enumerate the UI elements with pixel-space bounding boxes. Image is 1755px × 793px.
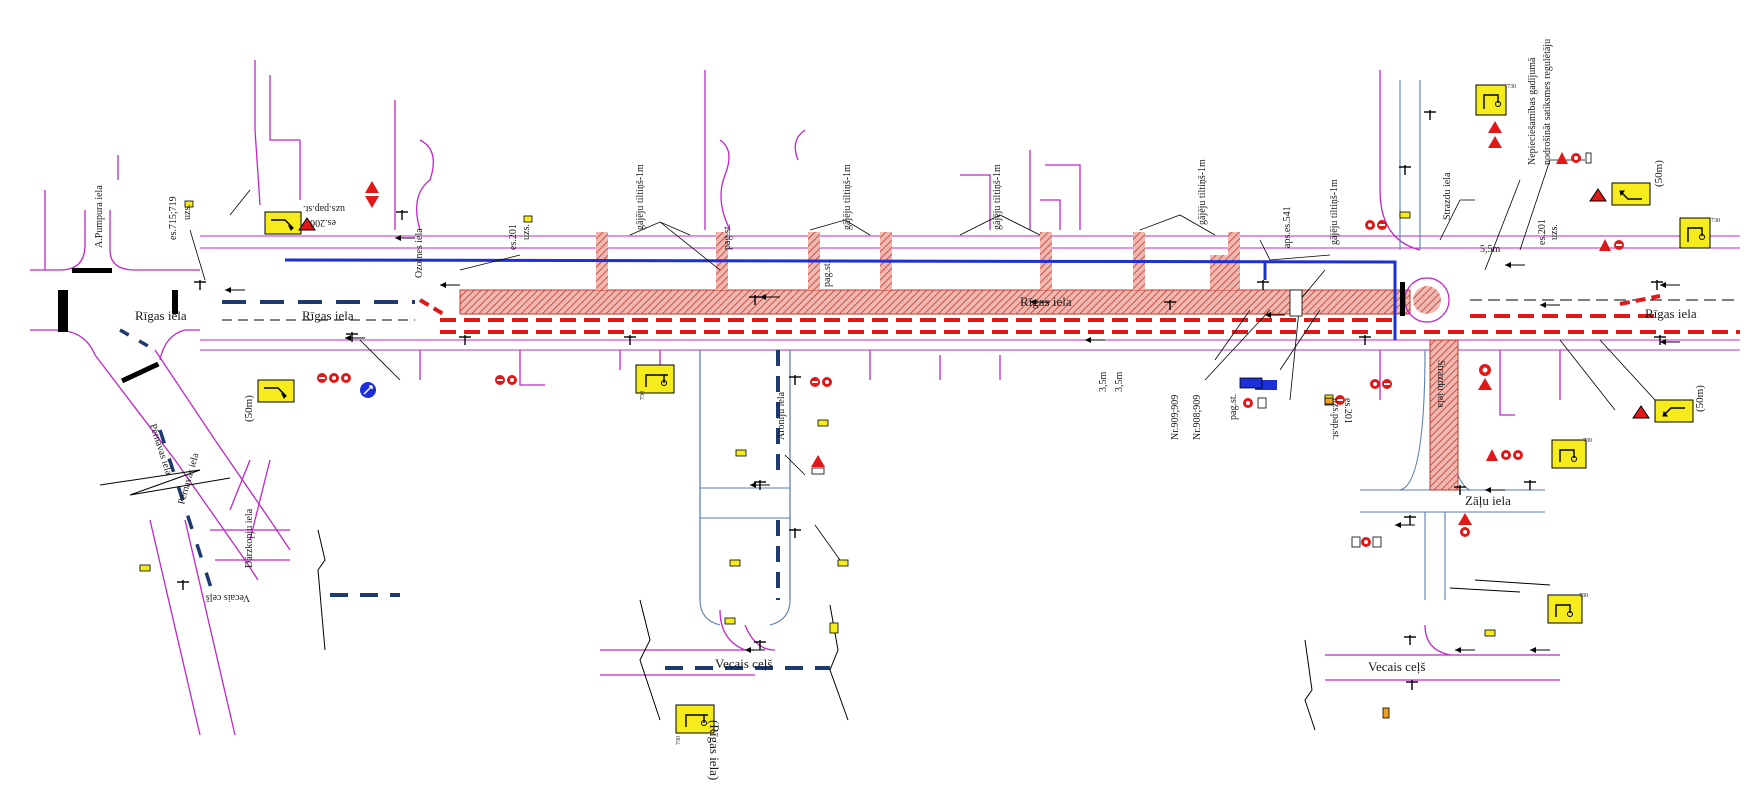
street-label: Pērnavas iela — [147, 423, 174, 477]
no-entry-sign-icon — [1365, 220, 1387, 230]
detour-sign-icon — [1632, 399, 1694, 423]
street-label: Vecais ceļš — [715, 656, 772, 671]
street-labels: Rīgas iela Rīgas iela Rīgas iela Rīgas i… — [94, 172, 1697, 780]
no-entry-sign-icon — [317, 373, 351, 383]
warning-sign-icon — [365, 181, 379, 208]
street-label: Pērnavas iela — [176, 451, 201, 506]
pedestrian-sign-icon — [1351, 536, 1382, 548]
street-label: A.Pumpura iela — [94, 185, 105, 248]
warning-sign-icon — [1458, 513, 1472, 537]
no-entry-sign-icon — [495, 375, 517, 385]
annotation: es.201 — [1537, 219, 1548, 245]
annotation: nodrošināt satiksmes regulētāju — [1542, 39, 1553, 165]
detour-sign-icon — [1547, 594, 1583, 624]
annotation: 730 — [676, 736, 682, 745]
annotation: gājēju tiltiņš-1m — [1329, 179, 1340, 245]
annotation: es.201 — [1342, 398, 1353, 424]
roundabout — [1404, 277, 1450, 323]
annotation-labels: es.715;719 uzs. es.206 uzs.pap.st. es.20… — [168, 39, 1720, 745]
detour-sign-icon — [1589, 182, 1651, 206]
annotation: es.715;719 — [168, 196, 179, 240]
annotation: 730 — [1507, 84, 1516, 90]
work-zone — [459, 232, 1459, 491]
annotation: gājēju tiltiņš-1m — [992, 164, 1003, 230]
street-label: Dārzkopju iela — [244, 508, 255, 568]
annotation: pag.st. — [722, 224, 733, 250]
annotation: Nepieciešamības gadījumā — [1527, 57, 1538, 165]
side-street-edges — [699, 80, 1545, 626]
annotation: gājēju tiltiņš-1m — [1197, 159, 1208, 225]
detour-sign-icon — [1551, 439, 1587, 469]
no-entry-sign-icon — [1599, 239, 1624, 251]
annotation: (50m) — [1694, 385, 1706, 412]
annotation: 730 — [1711, 218, 1720, 224]
annotation: 730 — [640, 391, 646, 400]
annotation: 730 — [1579, 593, 1588, 599]
street-label: Aroniju iela — [776, 391, 787, 440]
annotation: gājēju tiltiņš-1m — [842, 164, 853, 230]
road-geometry — [30, 60, 1740, 736]
street-label: Rīgas iela — [302, 308, 354, 323]
warning-sign-icon — [1478, 364, 1492, 390]
annotation: 730 — [1583, 438, 1592, 444]
detour-sign-icon — [1679, 217, 1711, 249]
street-label: Rīgas iela — [135, 308, 187, 323]
street-label: Zāļu iela — [1465, 493, 1511, 508]
annotation: uzs.pap.st. — [303, 203, 345, 214]
annotation: es.201 — [508, 224, 519, 250]
annotation: gājēju tiltiņš-1m — [635, 164, 646, 230]
detour-sign-icon — [635, 364, 675, 394]
annotation: 5,5m — [1480, 244, 1501, 255]
annotation: pag.st. — [1228, 394, 1239, 420]
warning-sign-icon — [1488, 121, 1502, 148]
detour-sign-icon — [264, 211, 316, 235]
detour-sign-icon — [1475, 84, 1507, 116]
pedestrian-path — [284, 258, 1397, 340]
break-marks — [99, 469, 1551, 731]
street-label: Strazdu iela — [1442, 172, 1453, 220]
annotation: 3,5m — [1114, 372, 1125, 393]
street-label: (Rīgas iela) — [707, 720, 722, 780]
annotation: 3,5m — [1098, 372, 1109, 393]
annotation: uzs. — [182, 204, 193, 220]
annotation: aps.es.541 — [1282, 206, 1293, 248]
lane-markings — [119, 299, 1740, 670]
street-label: Ozolnes iela — [414, 228, 425, 278]
annotation: (50m) — [1653, 160, 1665, 187]
no-entry-sign-icon — [1556, 152, 1592, 164]
annotation: Nr.908;909 — [1192, 395, 1203, 440]
annotation: Nr.909;909 — [1170, 395, 1181, 440]
no-entry-sign-icon — [1486, 449, 1523, 461]
annotation: es.206 — [310, 217, 336, 228]
street-label: Vecais ceļš — [206, 592, 250, 603]
street-label: Rīgas iela — [1020, 294, 1072, 309]
no-entry-sign-icon — [1370, 379, 1392, 389]
annotation: uzs.pap.st. — [1330, 398, 1341, 440]
info-plates — [139, 200, 1496, 719]
street-label: Vecais ceļš — [1368, 659, 1425, 674]
crosswalks — [58, 268, 1405, 384]
annotation: (50m) — [243, 395, 255, 422]
warning-sign-icon — [811, 455, 825, 475]
annotation: pag.st. — [822, 261, 833, 287]
detour-sign-icon — [675, 704, 715, 734]
mandatory-direction-sign-icon — [360, 382, 376, 398]
leader-lines — [189, 159, 1656, 561]
detour-signs — [257, 84, 1711, 734]
annotation: uzs. — [1549, 224, 1560, 240]
street-label: Rīgas iela — [1645, 306, 1697, 321]
regulatory-signs — [317, 121, 1624, 548]
detour-sign-icon — [257, 379, 295, 403]
pedestrian-sign-icon — [1243, 380, 1277, 409]
street-label: Strazdu iela — [1435, 360, 1446, 408]
temporary-markings — [418, 294, 1740, 334]
annotation: uzs. — [521, 224, 532, 240]
no-entry-sign-icon — [810, 377, 832, 387]
